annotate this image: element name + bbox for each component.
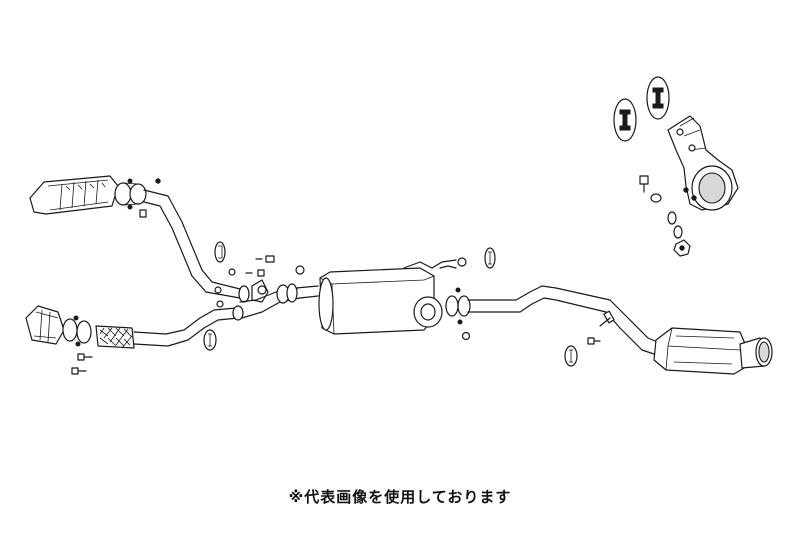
disclaimer-caption: ※代表画像を使用しております bbox=[288, 488, 512, 506]
rear-muffler bbox=[653, 327, 747, 375]
bolt-set bbox=[71, 255, 601, 375]
upper-front-pipe bbox=[143, 189, 245, 299]
hanger-bracket-detail bbox=[613, 76, 739, 257]
lower-catalytic-converter bbox=[25, 305, 92, 347]
hanger-rubber-4 bbox=[564, 345, 578, 367]
hanger-rubber-2 bbox=[203, 329, 217, 351]
upper-catalytic-converter bbox=[29, 175, 161, 218]
center-muffler bbox=[295, 257, 467, 335]
flex-pipe bbox=[95, 325, 135, 349]
tail-tip bbox=[739, 337, 773, 369]
rear-intermediate-pipe bbox=[445, 285, 663, 357]
hanger-rubber-1 bbox=[214, 241, 226, 263]
lower-front-pipe bbox=[133, 307, 239, 347]
hanger-rubber-3 bbox=[484, 247, 496, 269]
y-pipe-joint bbox=[232, 279, 301, 321]
